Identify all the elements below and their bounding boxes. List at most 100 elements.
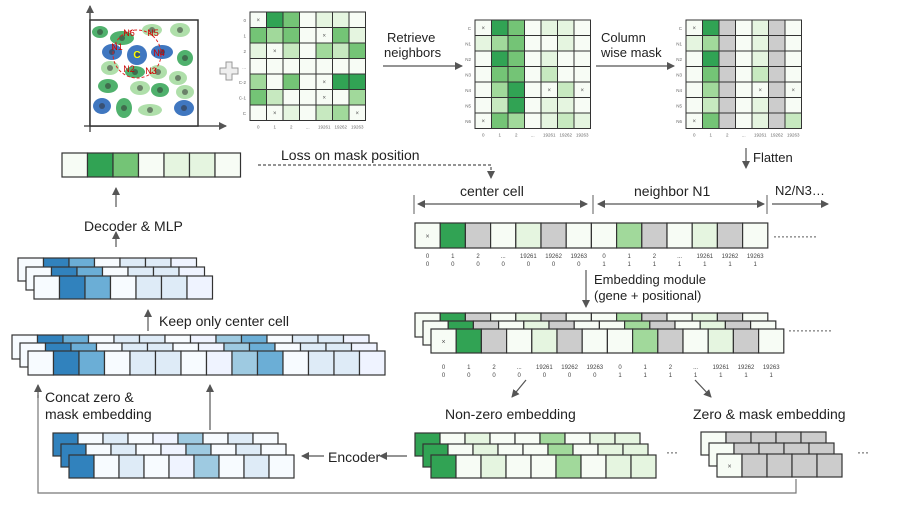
plus-icon	[219, 61, 239, 81]
neighbor-label-n6: N6	[123, 28, 135, 38]
cell-nucleus	[119, 35, 125, 41]
mask-marker: ×	[322, 95, 326, 101]
bar-cell	[590, 222, 618, 249]
gene-tick: ...	[693, 365, 698, 371]
matrix-cell	[768, 112, 786, 129]
matrix-cell	[540, 19, 558, 36]
matrix-cell	[491, 50, 509, 67]
col-tick-label: 0	[257, 125, 260, 130]
matrix-cell	[348, 89, 366, 106]
cell-nucleus	[177, 27, 183, 33]
matrix-cell	[524, 112, 542, 129]
neighborhood-circle	[112, 29, 162, 79]
encoder-label: Encoder	[328, 449, 381, 465]
bar-cell	[439, 222, 467, 249]
bar-cell	[657, 328, 684, 354]
matrix-cell	[507, 66, 525, 83]
concat-label-2: mask embedding	[45, 406, 152, 422]
col-tick-label: 1	[498, 133, 501, 138]
col-tick-label: 19263	[787, 133, 800, 138]
matrix-cell	[524, 66, 542, 83]
bypass-line	[37, 395, 797, 494]
matrix-cell	[557, 112, 575, 129]
matrix-cell	[540, 97, 558, 114]
row-tick-label: C	[679, 26, 683, 31]
bar-cell	[103, 350, 131, 376]
col-tick-label: 2	[515, 133, 518, 138]
cell-nucleus	[149, 27, 155, 33]
row-tick-label: N4	[676, 88, 682, 93]
pos-tick: 1	[694, 373, 698, 379]
matrix-cell	[315, 42, 333, 59]
gene-tick: 19261	[696, 254, 713, 260]
matrix-cell	[332, 58, 350, 75]
row-tick-label: N6	[676, 119, 682, 124]
matrix-cell	[751, 35, 769, 52]
nonzero-label: Non-zero embedding	[445, 406, 576, 422]
matrix-cell	[685, 81, 703, 98]
pos-tick: 1	[628, 262, 632, 268]
mask-marker: ×	[481, 119, 485, 125]
gene-tick: 1	[644, 365, 648, 371]
matrix-cell	[524, 35, 542, 52]
matrix-cell	[491, 81, 509, 98]
matrix-cell	[735, 35, 753, 52]
bar-cell	[256, 350, 284, 376]
pos-tick: 1	[744, 373, 748, 379]
bar-cell	[480, 454, 507, 479]
matrix-cell	[299, 42, 317, 59]
bar-cell	[154, 350, 182, 376]
pos-tick: 0	[552, 262, 556, 268]
col-tick-label: 19262	[559, 133, 572, 138]
mask-marker: ×	[481, 26, 485, 32]
matrix-cell	[784, 97, 802, 114]
pos-tick: 1	[678, 262, 682, 268]
gene-tick: 19262	[738, 365, 755, 371]
matrix-cell	[524, 19, 542, 36]
matrix-cell	[784, 66, 802, 83]
matrix-cell	[784, 50, 802, 67]
matrix-cell	[540, 66, 558, 83]
row-tick-label: ...	[242, 64, 246, 69]
mask-marker: ×	[273, 49, 277, 55]
row-tick-label: C	[243, 111, 247, 116]
retrieve-label-2: neighbors	[384, 45, 442, 60]
col-tick-label: 19261	[754, 133, 767, 138]
col-tick-label: 19263	[351, 125, 364, 130]
neighbor-label-n3: N3	[145, 66, 157, 76]
matrix-cell	[315, 58, 333, 75]
matrix-cell	[474, 50, 492, 67]
ellipsis-nonzero: ···	[666, 445, 678, 459]
matrix-cell	[557, 19, 575, 36]
matrix-cell	[540, 112, 558, 129]
matrix-cell	[332, 27, 350, 44]
row-tick-label: 1	[243, 33, 246, 38]
matrix-cell	[282, 104, 300, 121]
matrix-cell	[266, 58, 284, 75]
gene-tick: 0	[602, 254, 606, 260]
bar-cell	[27, 350, 55, 376]
pos-tick: 0	[492, 373, 496, 379]
neighbor-label-n5: N5	[147, 28, 159, 38]
col-tick-label: 1	[709, 133, 712, 138]
matrix-cell	[266, 11, 284, 28]
matrix-cell	[299, 73, 317, 90]
bar-cell	[112, 152, 140, 178]
mask-marker: ×	[322, 80, 326, 86]
bar-cell	[214, 152, 242, 178]
matrix-cell	[524, 50, 542, 67]
bar-cell	[118, 454, 145, 479]
gene-tick: 2	[492, 365, 496, 371]
bar-cell	[218, 454, 245, 479]
matrix-cell	[784, 112, 802, 129]
matrix-cell	[299, 89, 317, 106]
gene-tick: 19263	[747, 254, 764, 260]
matrix-cell	[557, 81, 575, 98]
bar-cell	[641, 222, 668, 249]
matrix-cell	[507, 81, 525, 98]
gene-tick: 2	[669, 365, 673, 371]
bar-cell	[555, 454, 582, 479]
